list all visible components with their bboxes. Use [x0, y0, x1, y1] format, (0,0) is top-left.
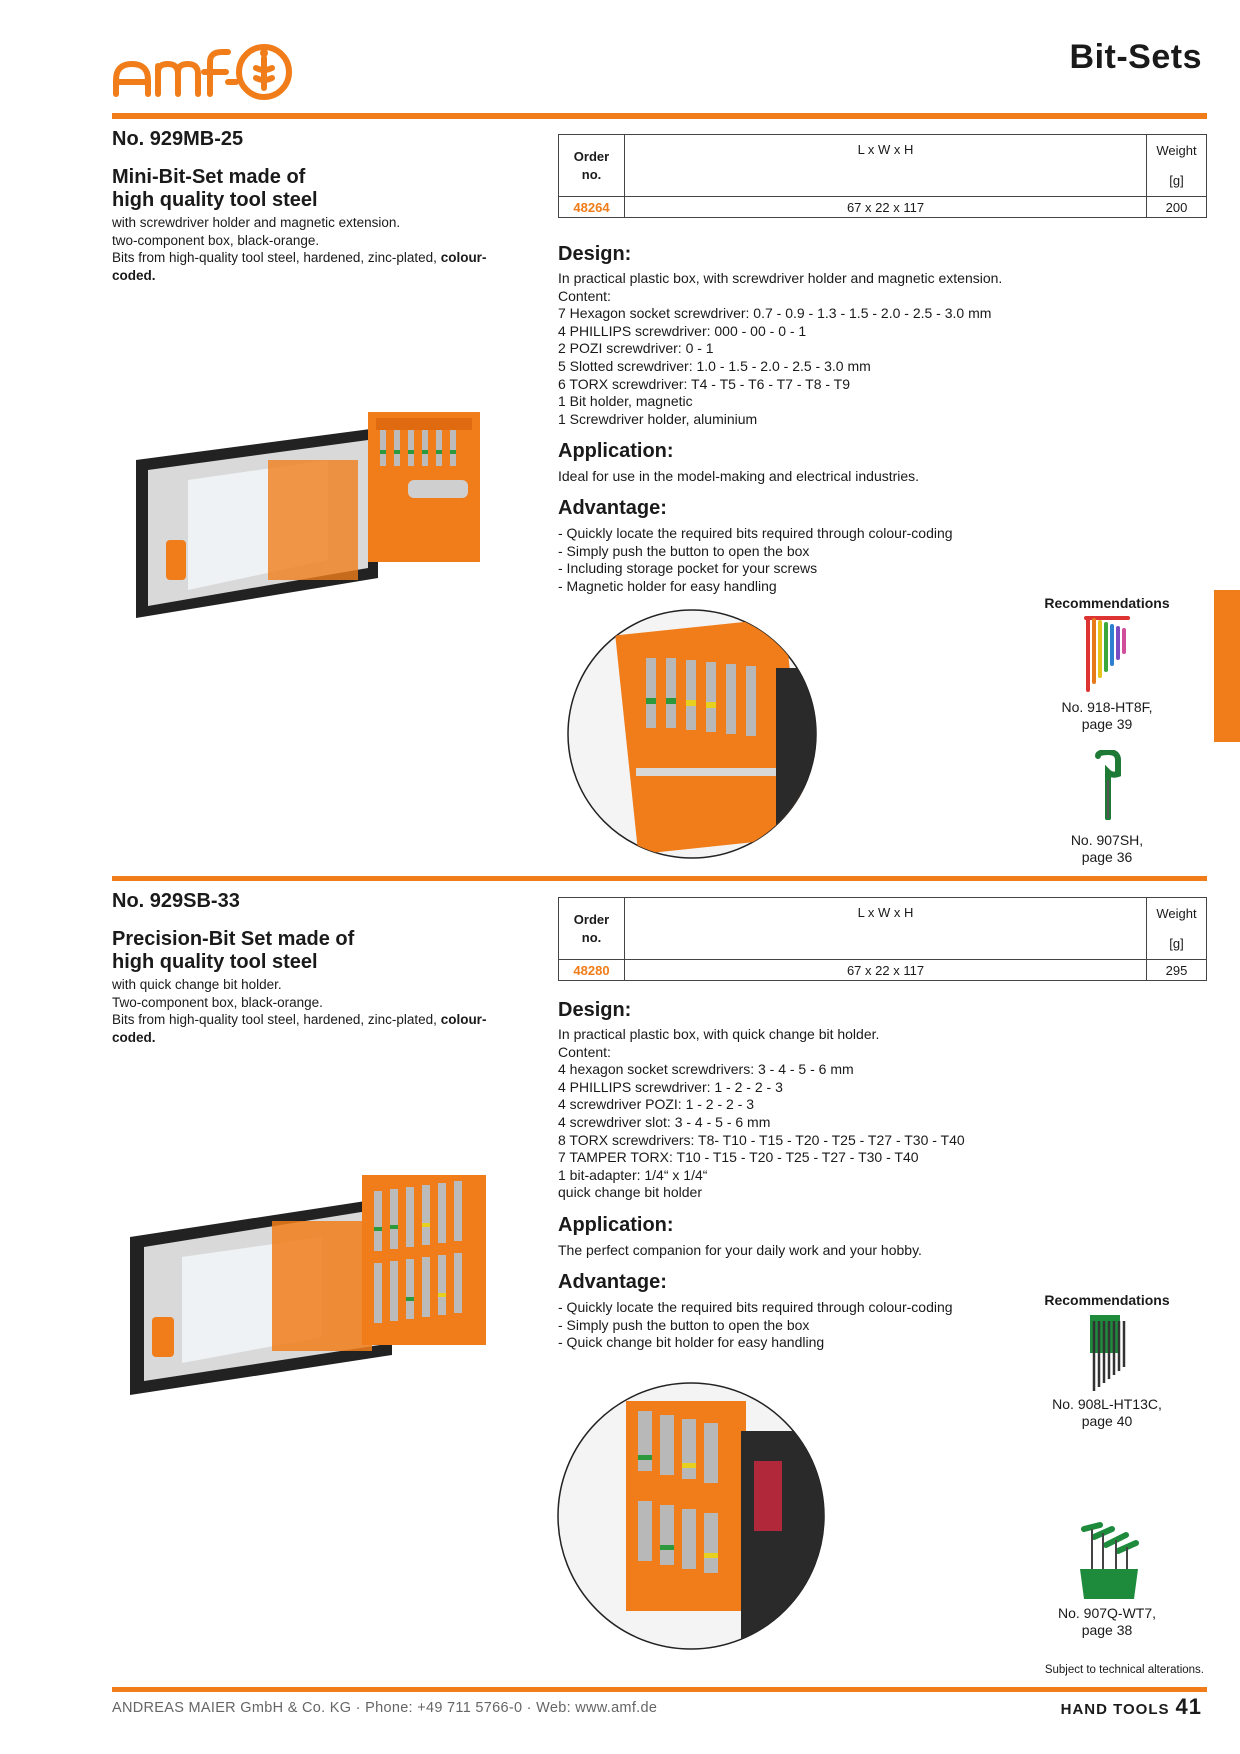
recommendation-2-caption[interactable]: No. 907Q-WT7, page 38 — [1057, 1605, 1157, 1638]
weight-value: 295 — [1146, 959, 1207, 981]
table-row: 48280 67 x 22 x 117 295 — [558, 959, 1207, 981]
recommendation-2-caption[interactable]: No. 907SH, page 36 — [1070, 832, 1144, 865]
product-title: Precision-Bit Set made of high quality t… — [112, 928, 355, 973]
t-handle-key-stand-icon[interactable] — [1072, 1519, 1146, 1601]
footer-section-label: HAND TOOLS — [1060, 1701, 1170, 1718]
product-photo-bit-box — [130, 1175, 486, 1395]
page-title: Bit-Sets — [1069, 38, 1202, 76]
design-heading: Design: — [558, 999, 632, 1021]
application-heading: Application: — [558, 1214, 674, 1236]
order-number[interactable]: 48280 — [558, 959, 625, 981]
footer-company-info: ANDREAS MAIER GmbH & Co. KG · Phone: +49… — [112, 1700, 658, 1716]
hex-key-set-rainbow-icon[interactable] — [1078, 612, 1136, 694]
detail-photo-bits — [567, 609, 817, 859]
footer-divider — [112, 1687, 1207, 1692]
amf-logo — [113, 44, 292, 100]
dimensions-header: L x W x H — [624, 134, 1147, 197]
recommendations-heading: Recommendations — [1044, 595, 1170, 611]
product-number: No. 929SB-33 — [112, 890, 240, 912]
dimensions-header: L x W x H — [624, 897, 1147, 960]
advantage-heading: Advantage: — [558, 497, 667, 519]
design-list: In practical plastic box, with screwdriv… — [558, 270, 1003, 427]
product-title: Mini-Bit-Set made of high quality tool s… — [112, 166, 318, 211]
product-description: with screwdriver holder and magnetic ext… — [112, 215, 487, 283]
section-divider — [112, 876, 1207, 881]
technical-alterations-notice: Subject to technical alterations. — [1044, 1664, 1204, 1676]
application-heading: Application: — [558, 440, 674, 462]
page-number: 41 — [1175, 1694, 1202, 1719]
application-text: Ideal for use in the model-making and el… — [558, 468, 920, 484]
advantage-heading: Advantage: — [558, 1271, 667, 1293]
weight-value: 200 — [1146, 196, 1207, 218]
hex-key-set-green-holder-icon[interactable] — [1086, 1311, 1132, 1393]
product-number: No. 929MB-25 — [112, 128, 244, 150]
footer-section: HAND TOOLS 41 — [1061, 1694, 1202, 1720]
header-divider — [112, 113, 1207, 119]
dimensions-value: 67 x 22 x 117 — [624, 959, 1147, 981]
recommendations-heading: Recommendations — [1044, 1292, 1170, 1308]
recommendation-1-caption[interactable]: No. 908L-HT13C, page 40 — [1052, 1396, 1162, 1429]
weight-header: Weight[g] — [1146, 897, 1207, 960]
application-text: The perfect companion for your daily wor… — [558, 1242, 922, 1258]
table-row: 48264 67 x 22 x 117 200 — [558, 196, 1207, 218]
t-handle-hex-key-icon[interactable] — [1094, 750, 1122, 820]
product-photo-bit-box — [136, 412, 480, 618]
weight-header: Weight[g] — [1146, 134, 1207, 197]
product-description: with quick change bit holder. Two-compon… — [112, 977, 487, 1045]
design-heading: Design: — [558, 243, 632, 265]
order-number[interactable]: 48264 — [558, 196, 625, 218]
advantage-list: - Quickly locate the required bits requi… — [558, 525, 953, 594]
advantage-list: - Quickly locate the required bits requi… — [558, 1299, 953, 1351]
section-tab-marker — [1214, 590, 1240, 742]
detail-photo-bits — [557, 1382, 825, 1650]
design-list: In practical plastic box, with quick cha… — [558, 1026, 965, 1201]
dimensions-value: 67 x 22 x 117 — [624, 196, 1147, 218]
recommendation-1-caption[interactable]: No. 918-HT8F, page 39 — [1061, 699, 1153, 732]
